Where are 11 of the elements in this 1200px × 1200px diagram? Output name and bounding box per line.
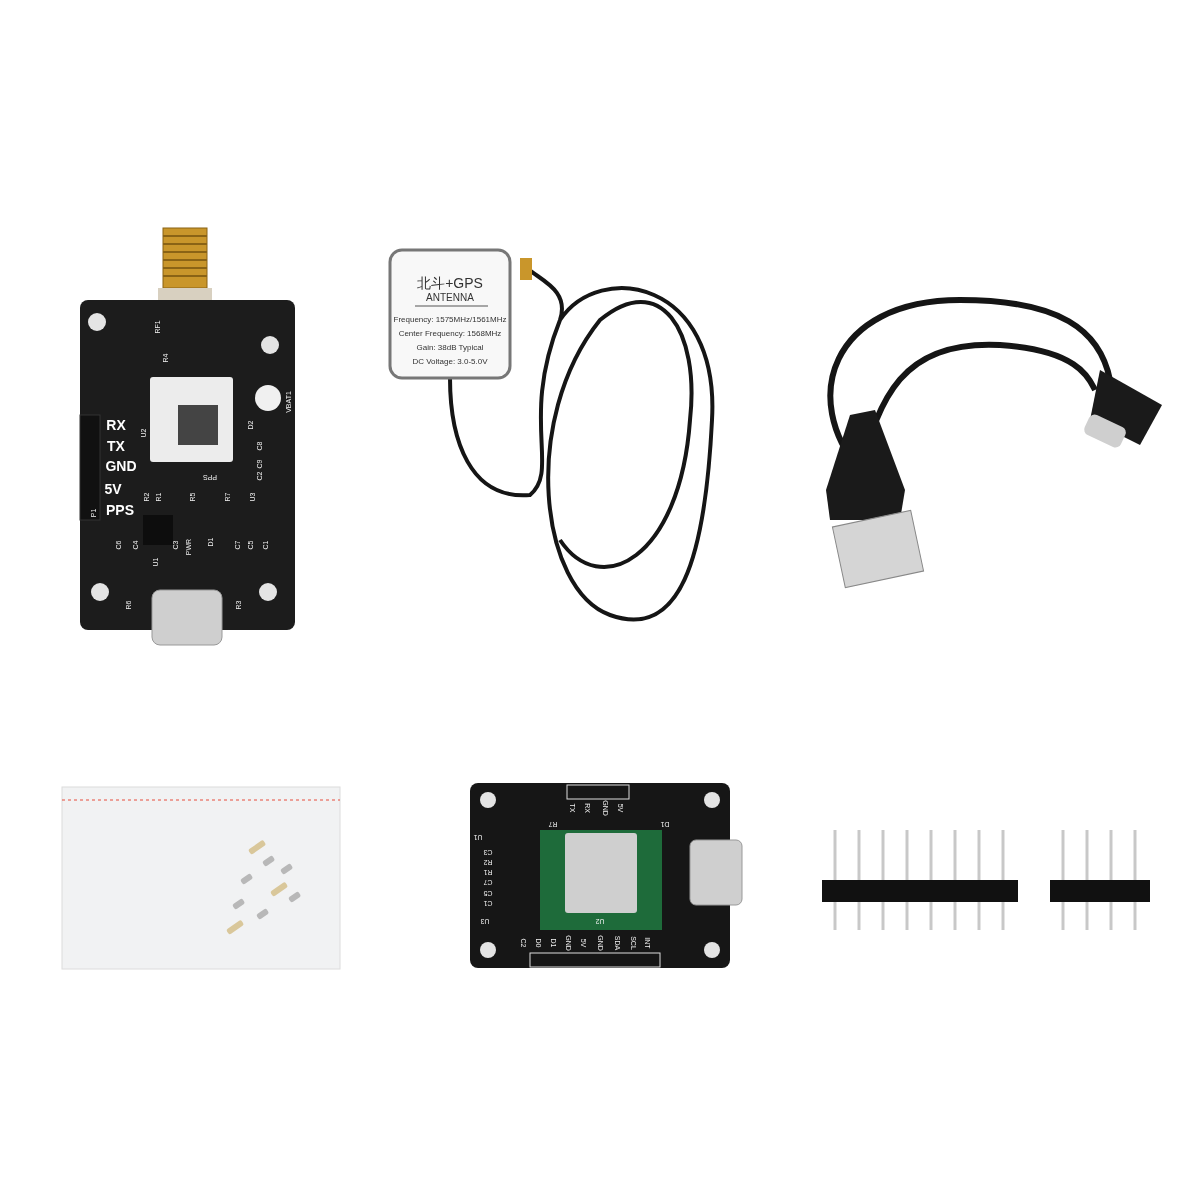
antenna-label-text: Frequency: 1575MHz/1561MHz <box>393 316 507 324</box>
antenna-label-text: Center Frequency: 1568MHz <box>398 330 502 338</box>
antenna-label-text: ANTENNA <box>426 293 474 303</box>
pin-label: RX <box>106 418 126 432</box>
antenna-label-text: DC Voltage: 3.0-5.0V <box>412 358 488 366</box>
pin-label: GND <box>105 459 137 473</box>
antenna-label-text: 北斗+GPS <box>417 276 483 290</box>
antenna-label-text: Gain: 38dB Typical <box>416 344 484 352</box>
pin-label: PPS <box>106 503 134 517</box>
pin-label: 5V <box>104 482 122 496</box>
pin-label: TX <box>107 439 125 453</box>
